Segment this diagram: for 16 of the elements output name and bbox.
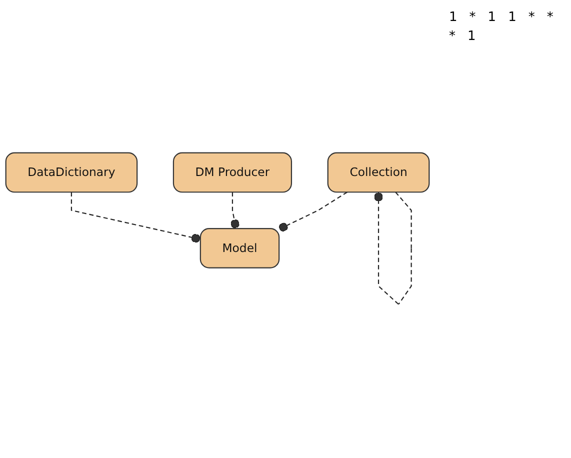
multiplicity-label: 1 — [449, 10, 458, 25]
node-box: Model — [200, 228, 280, 269]
connector — [374, 192, 412, 306]
multiplicity-label: 1 — [488, 10, 496, 25]
multiplicity-label: 1 — [508, 10, 516, 25]
node-box: Collection — [327, 152, 430, 194]
node-box: DataDictionary — [5, 152, 138, 194]
multiplicity-label: * — [528, 10, 535, 25]
multiplicity-label: * — [469, 10, 476, 25]
connector — [230, 192, 240, 230]
node-box: DM Producer — [172, 152, 292, 194]
multiplicity-label: * — [449, 29, 456, 44]
multiplicity-label: 1 — [468, 29, 476, 44]
connector — [70, 192, 201, 244]
multiplicity-label: * — [546, 10, 554, 25]
connector — [278, 192, 348, 232]
